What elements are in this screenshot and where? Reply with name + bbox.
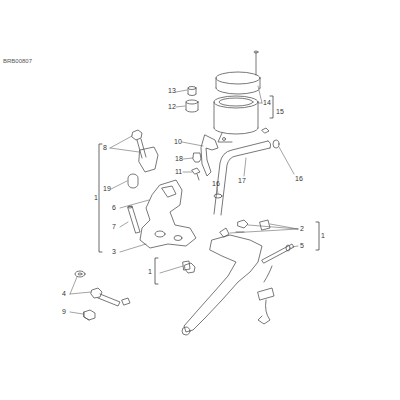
callout-number: 1: [94, 194, 98, 202]
clamp-part: [139, 147, 158, 172]
callout-number: 14: [263, 99, 271, 107]
cap-screw: [254, 51, 258, 75]
washer: [75, 271, 85, 277]
screw: [262, 128, 269, 133]
callout-number: 4: [62, 290, 66, 298]
reservoir: [214, 96, 258, 142]
callout-number: 19: [103, 185, 111, 193]
bushing: [183, 261, 190, 270]
callout-number: 1: [148, 268, 152, 276]
callout-number: 9: [62, 308, 66, 316]
pivot-bolt: [91, 288, 130, 306]
hose: [214, 141, 271, 215]
callout-number: 1: [321, 232, 325, 240]
callout-number: 12: [168, 103, 176, 111]
hose-clamp: [214, 140, 279, 198]
nut: [84, 310, 95, 320]
reservoir-cap: [216, 72, 260, 94]
support-bracket: [201, 135, 218, 176]
pin: [128, 206, 140, 233]
fitting: [193, 153, 201, 162]
grommet: [186, 87, 198, 113]
group-bracket: [99, 96, 319, 284]
callout-number: 17: [238, 177, 246, 185]
master-cylinder: [140, 180, 196, 248]
adjuster: [262, 244, 294, 263]
cap: [128, 174, 138, 188]
callout-number: 7: [112, 223, 116, 231]
brake-lever: [182, 220, 262, 335]
callout-number: 13: [168, 87, 176, 95]
bolt: [132, 130, 146, 158]
callout-number: 15: [276, 108, 284, 116]
callout-number: 16: [295, 175, 303, 183]
screw: [192, 168, 200, 180]
callout-number: 18: [175, 155, 183, 163]
brake-switch: [258, 266, 274, 324]
callout-number: 11: [175, 168, 182, 176]
callout-number: 10: [174, 138, 182, 146]
drawing-code: BRB00807: [3, 57, 32, 65]
callout-number: 5: [300, 242, 304, 250]
callout-number: 16: [212, 180, 220, 188]
callout-number: 3: [112, 248, 116, 256]
leader-line: [70, 86, 298, 314]
callout-number: 2: [300, 225, 304, 233]
callout-number: 6: [112, 204, 116, 212]
callout-number: 8: [103, 144, 107, 152]
bushing: [260, 220, 270, 230]
